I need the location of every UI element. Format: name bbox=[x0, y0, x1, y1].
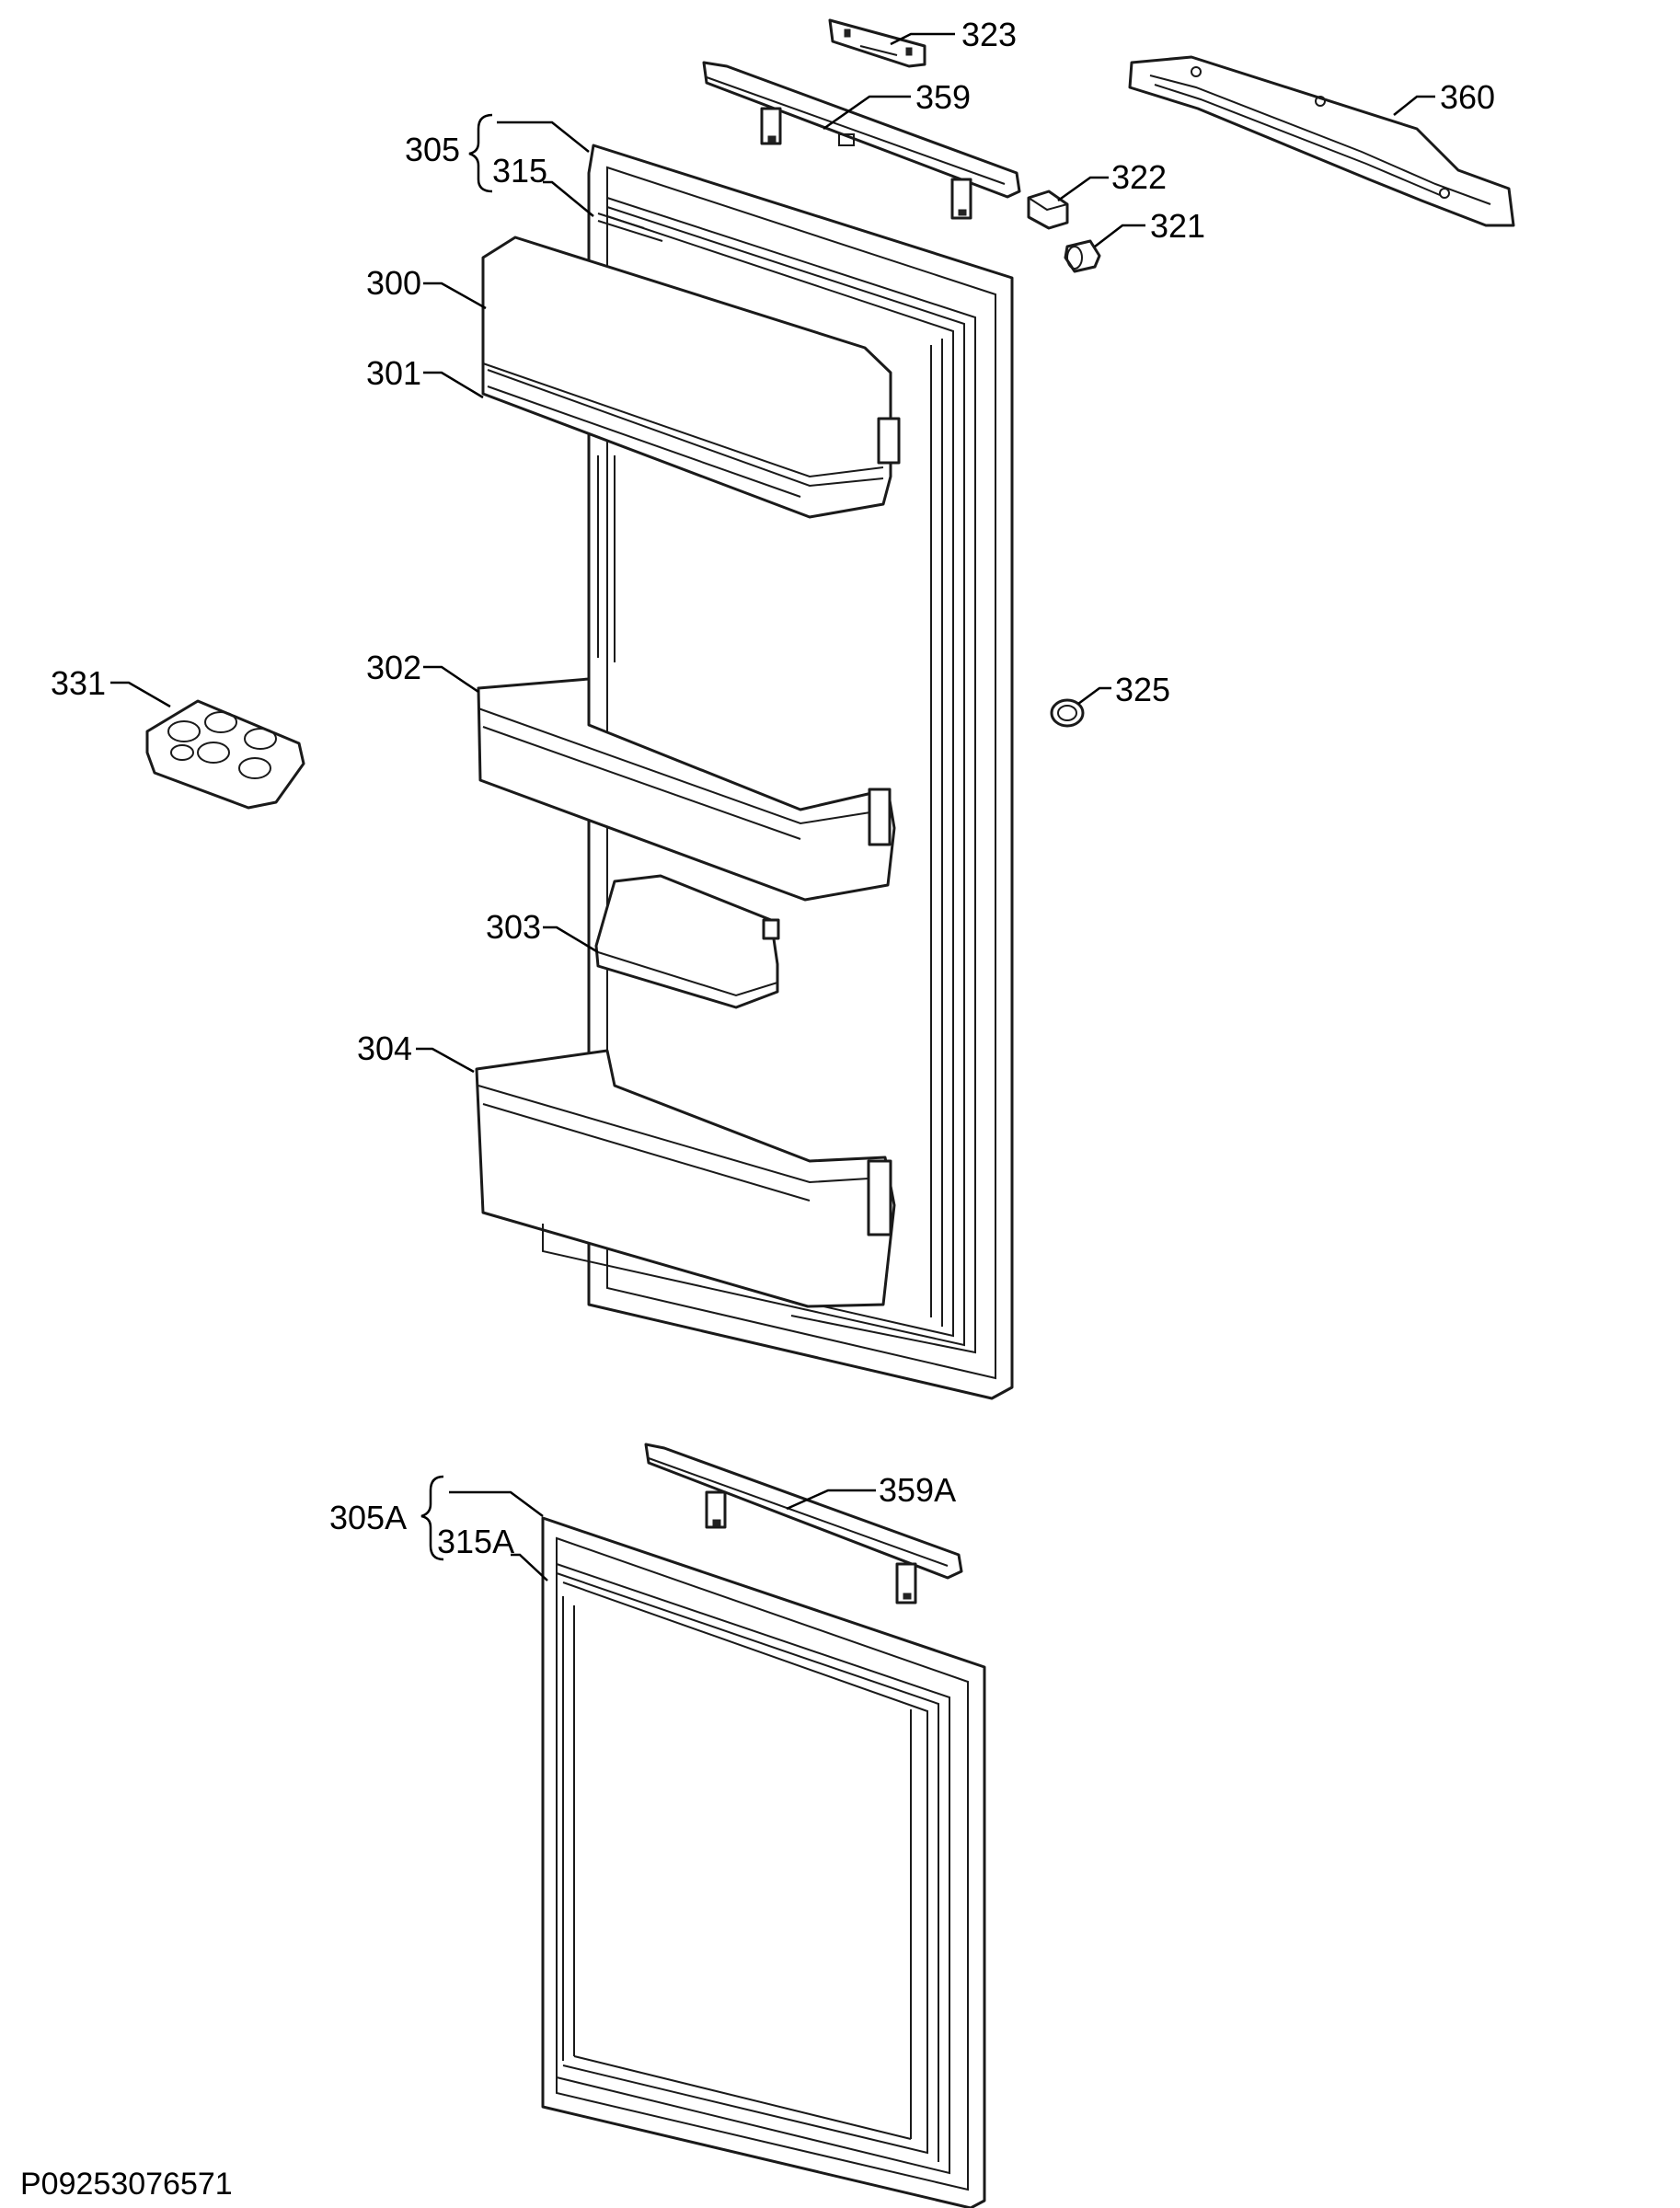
door-balcony-302 bbox=[477, 677, 896, 902]
callout-300: 300 bbox=[366, 264, 421, 302]
plug-325 bbox=[1050, 698, 1085, 728]
callout-322: 322 bbox=[1111, 158, 1167, 196]
egg-tray-331 bbox=[145, 699, 305, 810]
callout-359A: 359A bbox=[879, 1471, 956, 1509]
callout-360: 360 bbox=[1440, 78, 1495, 116]
hinge-bracket-360 bbox=[1128, 55, 1515, 227]
callout-359: 359 bbox=[915, 78, 971, 116]
callout-305A: 305A bbox=[329, 1499, 407, 1536]
lower-door-frame bbox=[541, 1516, 986, 2208]
dairy-compartment-300 bbox=[481, 236, 901, 519]
hinge-cover-359 bbox=[702, 61, 1021, 220]
callout-331: 331 bbox=[51, 664, 106, 702]
callout-301: 301 bbox=[366, 354, 421, 392]
callout-323: 323 bbox=[961, 16, 1017, 53]
document-number: P09253076571 bbox=[20, 2167, 233, 2202]
bottom-balcony-304 bbox=[475, 1049, 896, 1308]
callout-315: 315 bbox=[492, 152, 547, 190]
hinge-part-323 bbox=[828, 18, 926, 68]
part-322 bbox=[1027, 190, 1069, 230]
part-321 bbox=[1064, 239, 1101, 273]
leader-lines bbox=[110, 32, 1435, 1581]
callout-325: 325 bbox=[1115, 671, 1170, 708]
callout-304: 304 bbox=[357, 1029, 412, 1067]
callout-302: 302 bbox=[366, 649, 421, 686]
callout-303: 303 bbox=[486, 908, 541, 946]
callout-321: 321 bbox=[1150, 207, 1205, 245]
hinge-cover-359A bbox=[644, 1443, 963, 1604]
callout-315A: 315A bbox=[437, 1523, 514, 1560]
callout-305: 305 bbox=[405, 131, 460, 168]
callout-labels: 323 359 360 305 315 322 321 300 301 331 … bbox=[20, 16, 1495, 2202]
